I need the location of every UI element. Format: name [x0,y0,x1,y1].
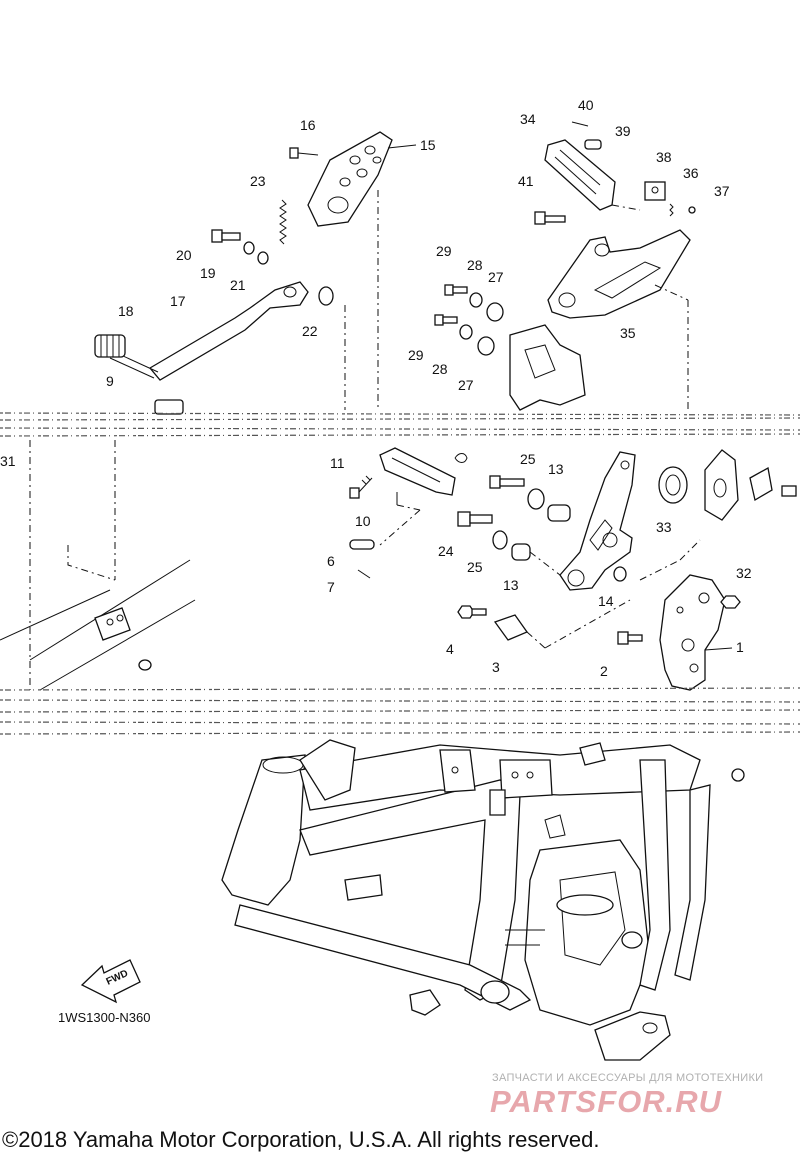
part-41-bolt [534,211,566,225]
part-40-pin [571,121,589,127]
part-4-bolt [457,605,487,619]
part-25-washer [492,530,508,550]
callout-13: 13 [548,461,564,477]
part-boss [138,659,152,671]
callout-3: 3 [492,659,500,675]
part-33-grommet [658,466,688,504]
watermark-tagline: ЗАПЧАСТИ И АКСЕССУАРЫ ДЛЯ МОТОТЕХНИКИ [492,1072,764,1084]
part-10-bracket [379,447,456,496]
part-24-bolt [457,511,493,527]
callout-17: 17 [170,293,186,309]
motorcycle-frame [221,739,745,1061]
callout-15: 15 [420,137,436,153]
callout-21: 21 [230,277,246,293]
callout-14: 14 [598,593,614,609]
part-27-bushing-upper [486,302,504,322]
callout-19: 19 [200,265,216,281]
part-36-spring [669,203,674,217]
part-9-fragment [154,399,184,415]
part-17-brake-pedal [109,281,309,381]
callout-40: 40 [578,97,594,113]
part-27-bushing-lower [477,336,495,356]
callout-16: 16 [300,117,316,133]
part-37-ball [688,206,696,214]
part-21-washer [257,251,269,265]
callout-28: 28 [467,257,483,273]
callout-18: 18 [118,303,134,319]
callout-9: 9 [106,373,114,389]
callout-29: 29 [436,243,452,259]
callout-27: 27 [488,269,504,285]
copyright-notice: ©2018 Yamaha Motor Corporation, U.S.A. A… [2,1127,600,1152]
part-18-pedal-rubber [94,334,126,358]
part-footrest-stay [509,324,586,411]
scan-noise-band [0,412,800,437]
part-upper-bolt [489,475,525,489]
part-23-spring [279,199,287,245]
part-11-bolt [349,475,373,499]
callout-13: 13 [503,577,519,593]
part-14-washer [613,566,627,582]
callout-35: 35 [620,325,636,341]
part-29-bolt-lower [434,314,458,326]
part-7-cotter-pin [357,569,371,579]
callout-6: 6 [327,553,335,569]
part-28-collar-upper [469,292,483,308]
part-rear-bracket [559,451,636,591]
callout-39: 39 [615,123,631,139]
fwd-arrow-icon: FWD [80,959,141,1004]
callout-2: 2 [600,663,608,679]
callout-4: 4 [446,641,454,657]
part-right-bracket [704,449,797,521]
part-16-bolt [289,147,319,159]
part-3-bracket [493,614,528,641]
callout-36: 36 [683,165,699,181]
part-20-bolt [211,229,241,243]
callout-7: 7 [327,579,335,595]
part-spring-small [454,453,468,463]
part-1-plate [659,574,726,691]
diagram-code: 1WS1300-N360 [58,1010,151,1025]
callout-11: 11 [330,455,345,471]
callout-10: 10 [355,513,371,529]
callout-38: 38 [656,149,672,165]
part-35-footrest-bracket [547,229,691,319]
part-39-pin [584,139,602,150]
part-13-bushing [511,543,531,561]
part-2-bolt [617,631,643,645]
callout-32: 32 [736,565,752,581]
callout-1: 1 [736,639,744,655]
part-frame-bracket-left [94,607,131,641]
part-34-footpeg [544,139,616,211]
part-29-bolt-upper [444,284,468,296]
part-32-nut [720,595,741,609]
callout-25: 25 [520,451,536,467]
part-38-clip [644,181,666,201]
part-25-washer-upper [527,488,545,510]
callout-23: 23 [250,173,266,189]
part-22-washer [318,286,334,306]
part-15-bracket-plate [307,131,393,227]
callout-37: 37 [714,183,730,199]
callout-27: 27 [458,377,474,393]
callout-31: 31 [0,453,16,469]
callout-29: 29 [408,347,424,363]
callout-33: 33 [656,519,672,535]
watermark-logo: PARTSFOR.RU [490,1084,723,1119]
callout-41: 41 [518,173,534,189]
callout-25: 25 [467,559,483,575]
callout-20: 20 [176,247,192,263]
part-19-collar [243,241,255,255]
part-13-bushing-upper [547,504,571,522]
callout-22: 22 [302,323,318,339]
part-6-pin [349,539,375,550]
callout-28: 28 [432,361,448,377]
scan-noise-band-2 [0,687,800,735]
callout-24: 24 [438,543,454,559]
callout-34: 34 [520,111,536,127]
part-28-collar-lower [459,324,473,340]
